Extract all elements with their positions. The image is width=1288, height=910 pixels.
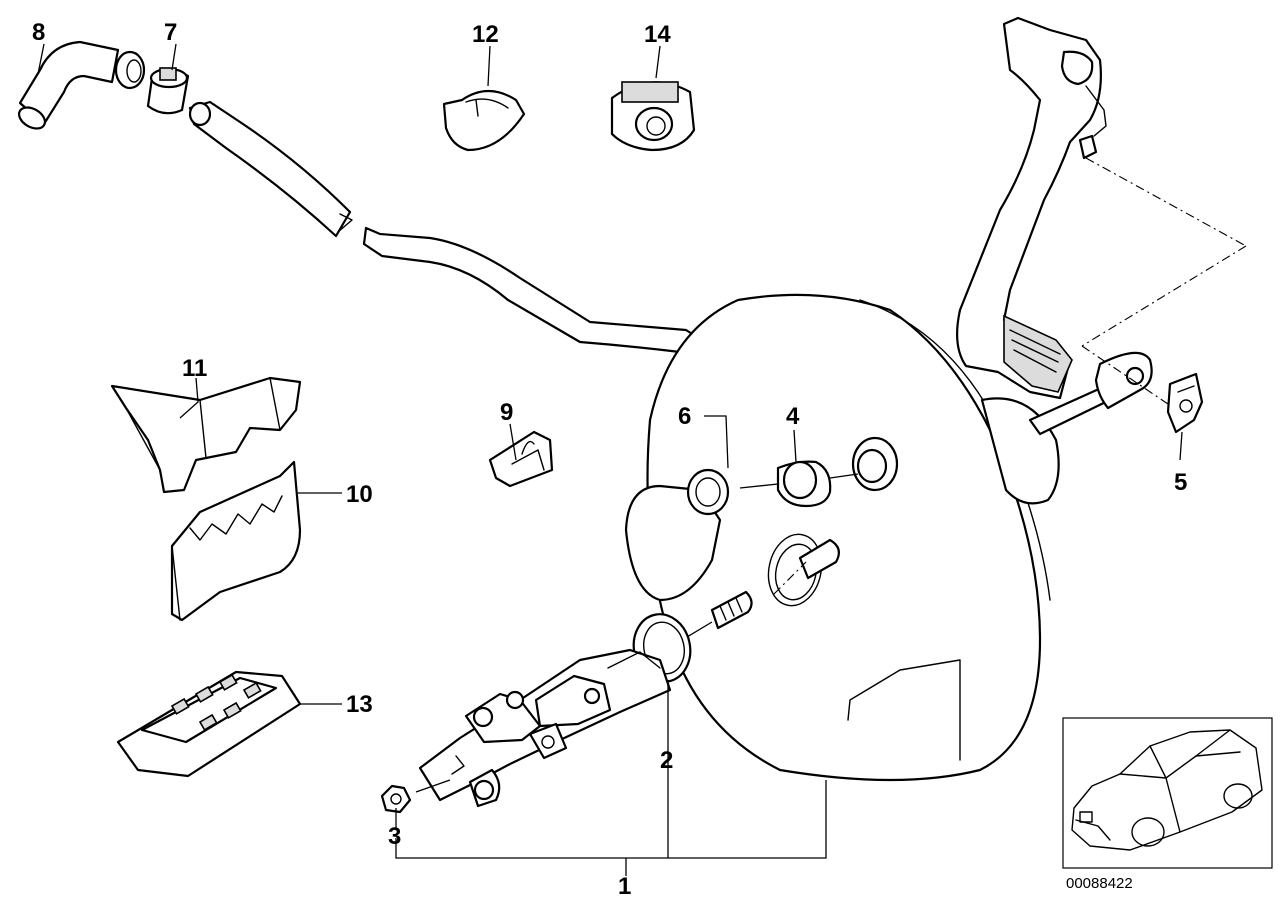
vehicle-thumbnail — [1062, 717, 1273, 869]
alignment-line-pedal-clip — [1081, 345, 1169, 405]
callout-1: 1 — [618, 873, 631, 900]
part-13-tray[interactable] — [116, 670, 302, 778]
part-4-seal[interactable] — [686, 436, 899, 516]
callout-10: 10 — [346, 481, 373, 508]
alignment-line-stud — [773, 561, 807, 595]
alignment-line-pedal-top — [1085, 157, 1247, 247]
brake-pedal[interactable] — [955, 16, 1107, 400]
callout-14: 14 — [644, 21, 671, 48]
master-cylinder[interactable] — [415, 648, 672, 808]
callout-6: 6 — [678, 403, 691, 430]
push-rod[interactable] — [980, 351, 1153, 505]
alignment-line-pedal-right — [1081, 245, 1247, 347]
part-3-nut[interactable] — [380, 784, 412, 814]
part-12-grommet-half[interactable] — [442, 89, 526, 152]
part-9-clip[interactable] — [488, 430, 554, 488]
callout-5: 5 — [1174, 469, 1187, 496]
vacuum-hose-upper[interactable] — [188, 100, 353, 238]
brake-booster[interactable] — [624, 293, 1051, 782]
callout-4: 4 — [786, 403, 800, 430]
stud-bolt[interactable] — [681, 538, 841, 641]
part-14-grommet[interactable] — [610, 81, 696, 152]
part-10-bracket[interactable] — [170, 460, 302, 622]
part-11-bracket[interactable] — [110, 376, 302, 494]
part-5-spring-clip[interactable] — [1166, 372, 1204, 434]
callout-7: 7 — [164, 19, 177, 46]
callout-12: 12 — [472, 21, 499, 48]
leader-lines — [37, 43, 1183, 876]
callout-3: 3 — [388, 823, 401, 850]
vehicle-thumbnail-icon — [1071, 729, 1263, 851]
reference-code: 00088422 — [1066, 875, 1133, 892]
callout-8: 8 — [32, 19, 45, 46]
callout-11: 11 — [182, 355, 207, 382]
part-7-clamp[interactable] — [146, 67, 190, 115]
part-8-elbow-hose[interactable] — [15, 40, 146, 133]
callout-9: 9 — [500, 399, 513, 426]
callout-2: 2 — [660, 747, 673, 774]
callout-13: 13 — [346, 691, 373, 718]
